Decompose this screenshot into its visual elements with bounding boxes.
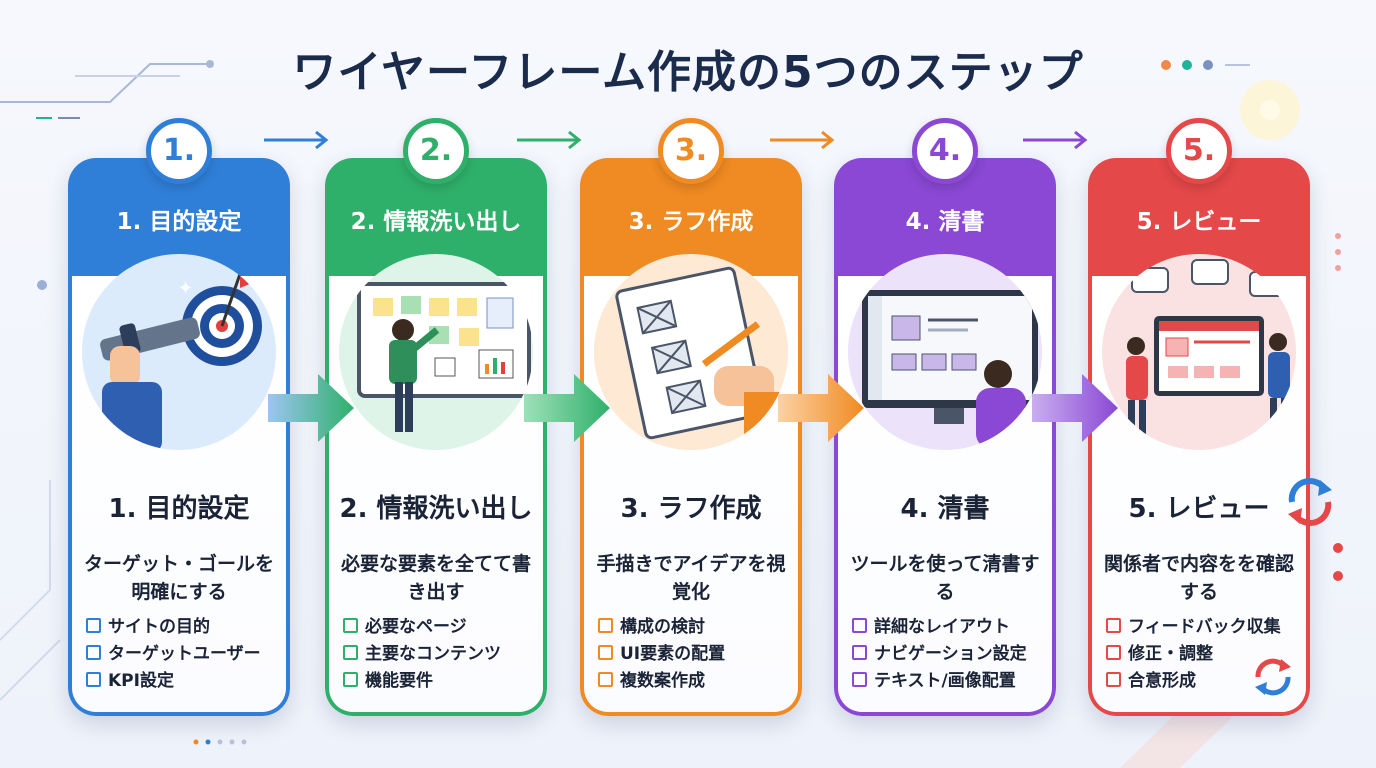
checklist-item: 主要なコンテンツ <box>343 641 541 668</box>
arrow-right-icon <box>770 130 835 150</box>
checklist-item: テキスト/画像配置 <box>852 668 1050 695</box>
step-header-title: 5. レビュー <box>1136 209 1262 235</box>
checklist-item: 合意形成 <box>1106 668 1304 695</box>
checkbox-icon <box>598 618 613 633</box>
checklist-item: 構成の検討 <box>598 614 796 641</box>
checklist-item: 詳細なレイアウト <box>852 614 1050 641</box>
step-header-title: 1. 目的設定 <box>116 209 242 235</box>
arrow-right-icon <box>1032 374 1118 442</box>
arrow-right-icon <box>517 130 582 150</box>
telescope-target-icon: ✦ <box>82 254 276 450</box>
arrow-right-icon <box>524 374 610 442</box>
checkbox-icon <box>86 618 101 633</box>
step-card-1: 1. 目的設定 ✦ 1. 目的設定 ターゲット・ゴールを明確にする サイトの目的… <box>68 158 290 716</box>
step-checklist: サイトの目的 ターゲットユーザー KPI設定 <box>86 614 284 695</box>
checkbox-icon <box>1106 645 1121 660</box>
step-checklist: 必要なページ 主要なコンテンツ 機能要件 <box>343 614 541 695</box>
step-card-4: 4. 清書 4. 清書 ツールを使って清書する 詳細なレイアウト ナビゲーション… <box>834 158 1056 716</box>
computer-design-tool-icon <box>848 254 1042 450</box>
svg-text:✦: ✦ <box>178 278 193 299</box>
checkbox-icon <box>1106 618 1121 633</box>
step-title: 5. レビュー <box>1128 494 1270 524</box>
step-number-badge: 1. <box>146 118 212 184</box>
checklist-item: サイトの目的 <box>86 614 284 641</box>
checkbox-icon <box>86 672 101 687</box>
step-header-title: 3. ラフ作成 <box>628 209 754 235</box>
arrow-right-icon <box>778 374 864 442</box>
step-title: 2. 情報洗い出し <box>339 494 533 524</box>
step-card-3: 3. ラフ作成 3. ラフ作成 手描きでアイデアを視覚化 構成の検討 UI要素の… <box>580 158 802 716</box>
step-number-badge: 5. <box>1166 118 1232 184</box>
team-review-icon <box>1102 254 1296 450</box>
step-checklist: 詳細なレイアウト ナビゲーション設定 テキスト/画像配置 <box>852 614 1050 695</box>
checkbox-icon <box>86 645 101 660</box>
step-number-badge: 4. <box>912 118 978 184</box>
checkbox-icon <box>343 672 358 687</box>
checklist-item: 必要なページ <box>343 614 541 641</box>
checklist-item: 修正・調整 <box>1106 641 1304 668</box>
step-card-2: 2. 情報洗い出し 2. 情報洗い出し 必要な要素を全てて書き出す 必要なページ… <box>325 158 547 716</box>
cycle-icon <box>1255 658 1291 696</box>
step-header-title: 4. 清書 <box>905 209 985 235</box>
whiteboard-notes-icon <box>339 254 533 450</box>
checklist-item: 複数案作成 <box>598 668 796 695</box>
step-card-5: 5. レビュー 5. レビュー 関係者で内容をを確認する フィードバック収集 修… <box>1088 158 1310 716</box>
checkbox-icon <box>852 618 867 633</box>
arrow-right-icon <box>264 130 329 150</box>
step-description: ツールを使って清書する <box>850 553 1040 603</box>
checklist-item: ターゲットユーザー <box>86 641 284 668</box>
checklist-item: KPI設定 <box>86 668 284 695</box>
checkbox-icon <box>1106 672 1121 687</box>
page-title: ワイヤーフレーム作成の5つのステップ <box>292 47 1084 98</box>
step-number-badge: 2. <box>403 118 469 184</box>
checkbox-icon <box>852 645 867 660</box>
step-description: ターゲット・ゴールを明確にする <box>83 553 274 603</box>
step-description: 手描きでアイデアを視覚化 <box>596 553 786 603</box>
checkbox-icon <box>852 672 867 687</box>
checkbox-icon <box>343 645 358 660</box>
step-description: 関係者で内容をを確認する <box>1103 553 1294 603</box>
step-header-title: 2. 情報洗い出し <box>350 209 522 235</box>
checkbox-icon <box>343 618 358 633</box>
refresh-icon <box>1288 478 1332 526</box>
checkbox-icon <box>598 645 613 660</box>
arrow-right-icon <box>268 374 354 442</box>
step-checklist: フィードバック収集 修正・調整 合意形成 <box>1106 614 1304 695</box>
checklist-item: ナビゲーション設定 <box>852 641 1050 668</box>
step-title: 4. 清書 <box>900 494 990 524</box>
step-description: 必要な要素を全てて書き出す <box>340 553 531 603</box>
step-title: 1. 目的設定 <box>108 494 250 524</box>
step-checklist: 構成の検討 UI要素の配置 複数案作成 <box>598 614 796 695</box>
step-title: 3. ラフ作成 <box>620 494 762 524</box>
step-number-badge: 3. <box>658 118 724 184</box>
checklist-item: UI要素の配置 <box>598 641 796 668</box>
checklist-item: 機能要件 <box>343 668 541 695</box>
checkbox-icon <box>598 672 613 687</box>
arrow-right-icon <box>1023 130 1088 150</box>
checklist-item: フィードバック収集 <box>1106 614 1304 641</box>
sketch-notebook-icon <box>594 254 788 450</box>
